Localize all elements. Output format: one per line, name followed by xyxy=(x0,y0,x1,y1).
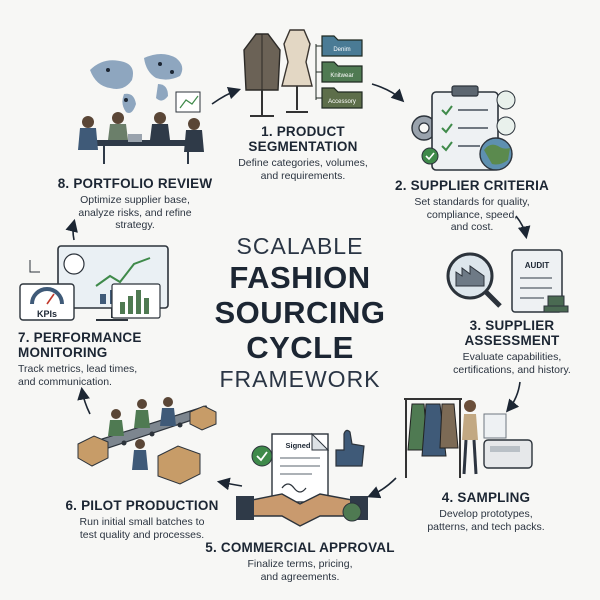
step-6-pilot-production: 6. PILOT PRODUCTION Run initial small ba… xyxy=(48,498,236,541)
step-title: 8. PORTFOLIO REVIEW xyxy=(57,176,213,191)
step-7-performance-monitoring: 7. PERFORMANCE MONITORING Track metrics,… xyxy=(18,330,178,388)
center-title-line4: CYCLE xyxy=(246,330,354,365)
step-description-line2: analyze risks, and refine xyxy=(78,206,192,219)
arrow-2-to-3 xyxy=(515,215,531,240)
step-description-line2: and requirements. xyxy=(260,169,346,182)
step-description-line1: Run initial small batches to xyxy=(79,516,205,528)
audit-label: AUDIT xyxy=(525,261,550,270)
center-title-line1: SCALABLE xyxy=(236,233,364,259)
folder-accessory-label: Accessory xyxy=(328,99,356,105)
step-title: 2. SUPPLIER CRITERIA xyxy=(394,178,550,193)
designer-figure-icon xyxy=(464,400,476,412)
arrow-8-to-1 xyxy=(211,86,242,105)
step-description-line1: Evaluate capabilities, xyxy=(462,351,562,363)
step-title: 7. PERFORMANCE xyxy=(18,330,142,345)
signed-label: Signed xyxy=(285,441,310,450)
dress-form-icon xyxy=(281,29,313,87)
arrow-5-to-6 xyxy=(216,477,243,491)
meeting-table-icon xyxy=(96,140,196,146)
speedometer-icon xyxy=(63,253,85,275)
team-figures-icon xyxy=(78,112,204,152)
step-4-sampling: 4. SAMPLING Develop prototypes, patterns… xyxy=(406,490,566,533)
step-5-commercial-approval: 5. COMMERCIAL APPROVAL Finalize terms, p… xyxy=(205,540,395,583)
supplier-criteria-illustration xyxy=(411,85,516,171)
commercial-approval-illustration xyxy=(236,429,368,527)
stamp-icon xyxy=(547,295,565,307)
step-title: 4. SAMPLING xyxy=(441,490,531,505)
step-description-line2: certifications, and history. xyxy=(453,363,571,376)
step-description-line1: Set standards for quality, xyxy=(414,196,530,208)
folder-denim-label: Denim xyxy=(333,47,350,53)
step-title-line2: SEGMENTATION xyxy=(248,139,358,154)
step-title-line2: ASSESSMENT xyxy=(464,333,560,348)
portfolio-review-illustration xyxy=(78,54,204,164)
cycle-arrows xyxy=(65,83,531,499)
product-segmentation-illustration xyxy=(243,29,363,117)
center-title: SCALABLE FASHION SOURCING CYCLE FRAMEWOR… xyxy=(190,232,410,393)
seal-ribbon-icon xyxy=(342,502,362,522)
arrow-3-to-4 xyxy=(505,381,521,413)
step-description-line1: Define categories, volumes, xyxy=(238,157,368,169)
arrow-1-to-2 xyxy=(371,83,405,103)
step-3-supplier-assessment: 3. SUPPLIER ASSESSMENT Evaluate capabili… xyxy=(432,318,592,376)
thumbs-up-icon xyxy=(335,429,365,467)
step-description-line2: and agreements. xyxy=(260,570,340,583)
step-title: 3. SUPPLIER xyxy=(469,318,555,333)
pilot-production-illustration xyxy=(77,397,217,485)
step-1-product-segmentation: 1. PRODUCT SEGMENTATION Define categorie… xyxy=(218,124,388,182)
folder-knitwear-label: Knitwear xyxy=(330,73,353,79)
arrow-6-to-7 xyxy=(77,386,91,415)
step-description-line2: compliance, speed, xyxy=(426,208,518,221)
step-description-line3: and cost. xyxy=(450,221,494,233)
box-icon xyxy=(77,435,109,467)
center-title-line3: SOURCING xyxy=(214,295,386,330)
sampling-illustration xyxy=(404,398,533,478)
step-title: 5. COMMERCIAL APPROVAL xyxy=(205,540,395,555)
supplier-assessment-illustration xyxy=(446,249,569,313)
check-badge-icon xyxy=(421,147,439,165)
step-description-line1: Optimize supplier base, xyxy=(80,194,190,206)
world-map-icon xyxy=(90,54,183,113)
step-title-line2: MONITORING xyxy=(18,345,108,360)
step-2-supplier-criteria: 2. SUPPLIER CRITERIA Set standards for q… xyxy=(386,178,558,234)
gauge-card-icon xyxy=(19,283,75,321)
approved-check-icon xyxy=(251,445,273,467)
step-description-line1: Develop prototypes, xyxy=(439,508,533,520)
kpis-label: KPIs xyxy=(37,309,57,319)
clothing-rack-icon xyxy=(404,398,462,400)
sewing-machine-icon xyxy=(483,439,533,469)
step-description-line2: patterns, and tech packs. xyxy=(427,520,545,533)
step-description-line1: Finalize terms, pricing, xyxy=(247,558,353,570)
worker-figures-icon xyxy=(108,397,176,470)
step-description-line2: test quality and processes. xyxy=(79,528,205,541)
arrow-4-to-5 xyxy=(367,477,397,499)
step-description-line3: strategy. xyxy=(115,219,155,231)
center-title-line5: FRAMEWORK xyxy=(219,366,381,392)
step-description-line1: Track metrics, lead times, xyxy=(18,363,138,375)
step-title: 6. PILOT PRODUCTION xyxy=(65,498,219,513)
step-8-portfolio-review: 8. PORTFOLIO REVIEW Optimize supplier ba… xyxy=(50,176,220,232)
arrow-7-to-8 xyxy=(65,218,78,241)
trend-line-icon xyxy=(95,257,151,287)
performance-monitoring-illustration xyxy=(19,245,169,321)
step-description-line2: and communication. xyxy=(18,375,112,388)
step-title: 1. PRODUCT xyxy=(261,124,345,139)
center-title-line2: FASHION xyxy=(229,260,371,295)
